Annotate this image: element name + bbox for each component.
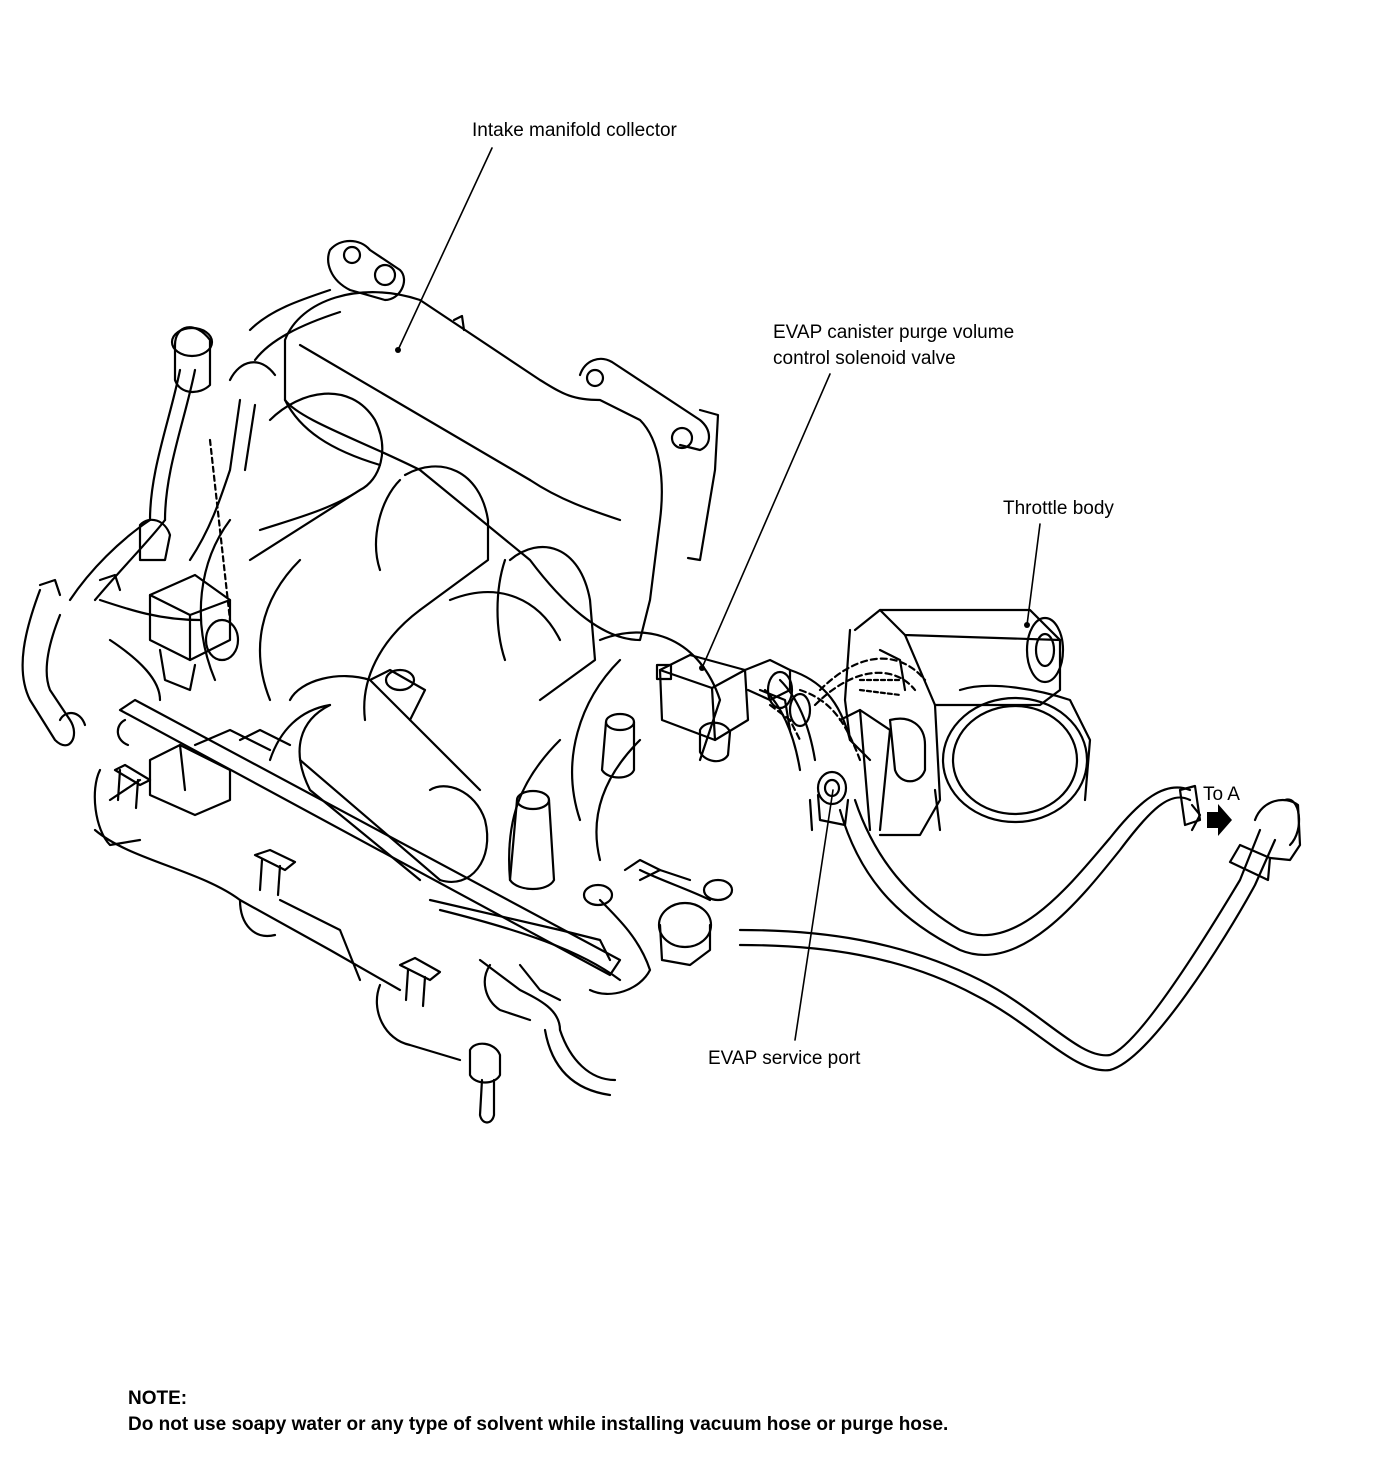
return-hose [738,798,1302,1072]
evap-purge-solenoid-valve [655,653,792,763]
purge-hoses [763,657,927,772]
note-text: Do not use soapy water or any type of so… [128,1414,949,1435]
intake-manifold-collector [248,239,720,642]
note-block: NOTE: Do not use soapy water or any type… [128,1386,948,1438]
leader-intake-manifold [397,147,493,351]
fuel-rail [93,698,622,1124]
intake-runners [199,392,722,882]
leader-evap-valve [701,373,831,669]
label-evap-valve-line1: EVAP canister purge volume [773,322,1015,343]
label-evap-valve-line2: control solenoid valve [773,348,956,369]
label-to-a: To A [1203,784,1240,805]
label-throttle-body: Throttle body [1003,498,1114,519]
note-heading: NOTE: [128,1388,188,1409]
left-hoses [21,326,277,747]
leader-lines [397,147,1041,1041]
leader-throttle-body [1026,523,1041,626]
label-intake-manifold-collector: Intake manifold collector [472,120,677,141]
label-evap-service-port: EVAP service port [708,1048,861,1069]
leader-service-port [794,789,834,1041]
label-evap-purge-solenoid-valve: EVAP canister purge volume control solen… [773,320,1014,372]
left-connector-cluster [108,573,240,702]
hose-to-a [838,784,1202,957]
center-nipples [428,712,734,1022]
center-actuator [193,668,489,883]
to-a-arrow-icon [1207,804,1232,836]
lower-hoses [543,858,713,1097]
throttle-body [838,608,1092,837]
